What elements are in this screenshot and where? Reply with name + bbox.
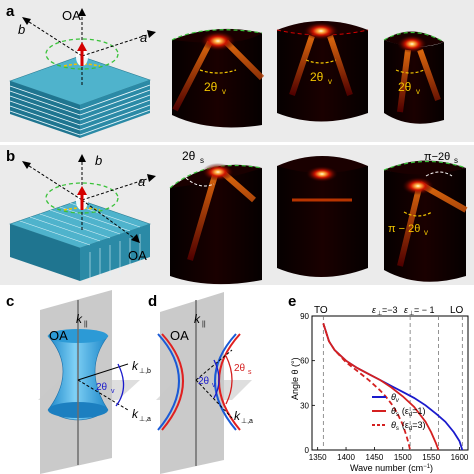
panel-a-angle-3-sub: v [416, 87, 420, 96]
panel-a-b-label: b [18, 22, 25, 37]
panel-a-angle-1-sub: v [222, 87, 226, 96]
chart-ytick-label-2: 60 [300, 357, 309, 366]
panel-b-red-arrow [77, 186, 87, 210]
panel-e-label: e [288, 293, 296, 310]
panel-c-angle-sub: v [111, 388, 115, 395]
panel-a-image-1: 2θ v [171, 28, 265, 128]
chart-series-2 [322, 323, 411, 451]
chart-ytick-label-1: 30 [300, 401, 309, 410]
chart-legend: θv θs(εd=1) θs(εd=3) [372, 392, 426, 432]
panel-a-a-label: a [140, 30, 147, 45]
panel-c-oa: OA [49, 328, 68, 343]
panel-b-a-label: a [138, 174, 145, 189]
panel-d-kperpa: k [234, 409, 241, 423]
panel-c-kperpb: k [132, 359, 139, 373]
panel-b-image-2 [277, 156, 368, 277]
legend-label-2: θs(εd=3) [391, 420, 426, 432]
panel-d-angle-v: 2θ [198, 376, 210, 387]
chart-plot-area [311, 315, 469, 451]
chart-ytick-label-0: 0 [305, 446, 310, 455]
panel-c-kperpb-sub: ⊥,b [139, 368, 151, 375]
chart-top-eps3-val: =−3 [382, 305, 398, 315]
panel-a-image-2: 2θ v [276, 21, 369, 122]
chart-xlabel-sup: −1 [423, 464, 431, 470]
chart-xtick-label-3: 1500 [394, 453, 412, 462]
panel-d-kpar: k [194, 312, 201, 326]
panel-d-angle-s: 2θ [234, 363, 246, 374]
panel-b-label: b [6, 148, 15, 165]
panel-b-angle-3-bottom-sub: v [424, 228, 428, 237]
chart-xtick-label-2: 1450 [366, 453, 384, 462]
panel-a-angle-3: 2θ [398, 80, 412, 94]
chart-xtick-label-0: 1350 [309, 453, 327, 462]
panel-b-oa-label: OA [128, 248, 147, 263]
legend-label-0: θv [391, 392, 400, 404]
chart-top-eps1: ε [404, 305, 409, 315]
chart-xlabel: Wave number (cm−1) [350, 463, 433, 473]
panel-b-angle-1: 2θ [182, 149, 196, 163]
panel-c-kpar: k [76, 312, 83, 326]
panel-a-angle-2-sub: v [328, 77, 332, 86]
panel-a-slab [9, 38, 151, 138]
panel-b-angle-3-bottom: π − 2θ [388, 223, 420, 235]
panel-b-angle-3-top: π−2θ [424, 151, 450, 163]
panel-c-label: c [6, 293, 14, 310]
panel-b-angle-1-sub: s [200, 156, 204, 165]
chart-xlabel-main: Wave number (cm [350, 463, 423, 473]
panel-a-oa-label: OA [62, 8, 81, 23]
panel-d-angle-s-sub: s [248, 369, 252, 376]
chart-xtick-label-1: 1400 [337, 453, 355, 462]
panel-a-red-arrow [77, 42, 87, 66]
panel-d-angle-v-sub: v [212, 382, 216, 389]
panel-c-kperpa-sub: ⊥,a [139, 416, 151, 423]
panel-b-angle-3-top-sub: s [454, 156, 458, 165]
chart-top-to: TO [314, 305, 328, 316]
panel-a-angle-1: 2θ [204, 80, 218, 94]
panel-b-slab [9, 182, 151, 284]
panel-d-kpar-sub: || [202, 321, 206, 328]
chart-top-eps3: ε [372, 305, 377, 315]
panel-b-b-label: b [95, 153, 102, 168]
panel-c-hyperboloid [38, 290, 140, 474]
chart-top-eps1-sub: ⊥ [409, 310, 414, 317]
panel-e-chart: 1350 1400 1450 1500 1550 1600 0 30 60 90 [300, 312, 469, 462]
chart-ytick-label-3: 90 [300, 312, 309, 321]
panel-d-oa: OA [170, 328, 189, 343]
chart-series-1 [322, 323, 440, 451]
chart-top-lo: LO [450, 305, 464, 316]
chart-top-eps3-sub: ⊥ [377, 310, 382, 317]
chart-top-eps1-val: = − 1 [414, 305, 435, 315]
panel-a-image-3: 2θ v [383, 31, 445, 124]
panel-b-image-1: 2θ s [169, 149, 263, 285]
panel-c-angle: 2θ [96, 382, 108, 393]
panel-d-kperpa-sub: ⊥,a [241, 418, 253, 425]
chart-xtick-label-4: 1550 [422, 453, 440, 462]
panel-b-image-3: π−2θ s π − 2θ v [383, 151, 468, 282]
panel-a-angle-2: 2θ [310, 70, 324, 84]
panel-a-label: a [6, 3, 15, 20]
panel-d-diagram [156, 292, 252, 474]
chart-ylabel: Angle θ (°) [290, 357, 300, 400]
legend-label-1: θs(εd=1) [391, 406, 426, 418]
panel-c-kpar-sub: || [84, 321, 88, 328]
panel-d-label: d [148, 293, 157, 310]
panel-c-kperpa: k [132, 407, 139, 421]
chart-xlabel-end: ) [430, 463, 433, 473]
chart-xtick-label-5: 1600 [451, 453, 469, 462]
